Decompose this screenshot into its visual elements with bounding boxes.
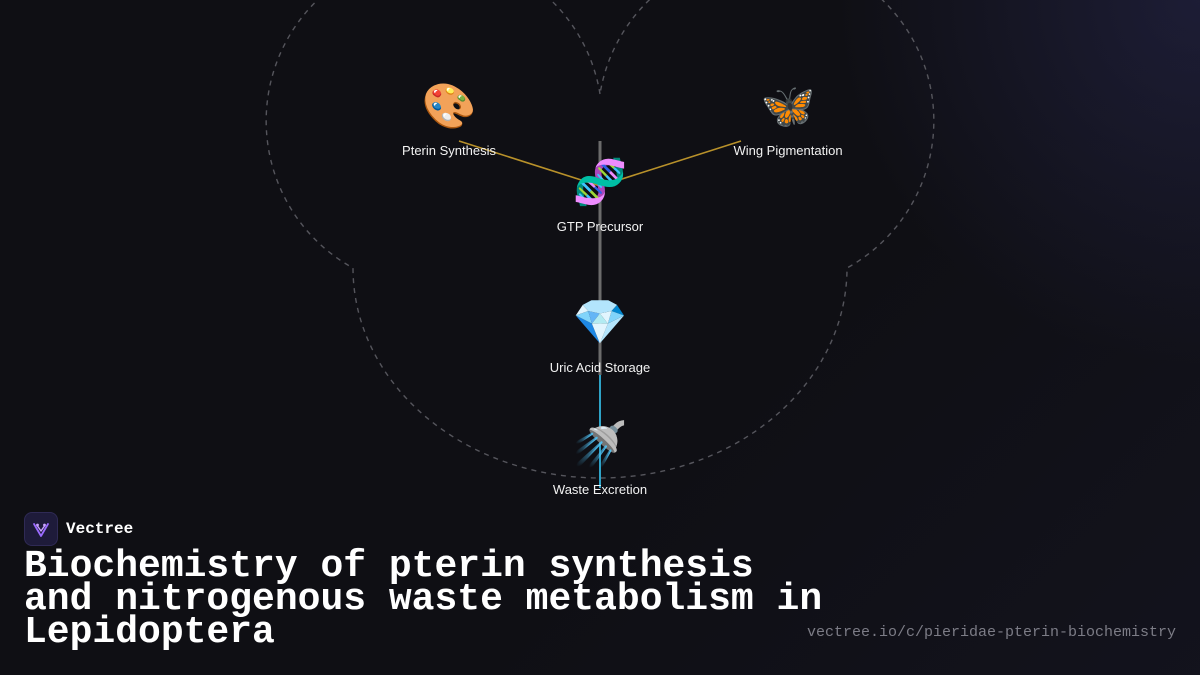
vectree-logo-icon [24, 512, 58, 546]
node-label: Wing Pigmentation [733, 143, 843, 158]
page-title: Biochemistry of pterin synthesis and nit… [24, 545, 823, 654]
brand[interactable]: Vectree [24, 512, 133, 546]
palette-icon: 🎨 [421, 81, 477, 132]
butterfly-icon: 🦋 [760, 81, 816, 132]
edge-gtp-to-pterin [458, 140, 601, 187]
gem-icon: 💎 [572, 297, 628, 348]
node-label: Waste Excretion [552, 482, 648, 497]
shower-icon: 🚿 [572, 419, 628, 470]
node-label: GTP Precursor [556, 219, 644, 234]
page-url[interactable]: vectree.io/c/pieridae-pterin-biochemistr… [806, 624, 1176, 641]
dna-icon: 🧬 [572, 157, 628, 208]
brand-name: Vectree [66, 520, 134, 538]
edge-gtp-to-wing [599, 140, 742, 187]
node-label: Uric Acid Storage [549, 360, 651, 375]
node-label: Pterin Synthesis [402, 143, 496, 158]
